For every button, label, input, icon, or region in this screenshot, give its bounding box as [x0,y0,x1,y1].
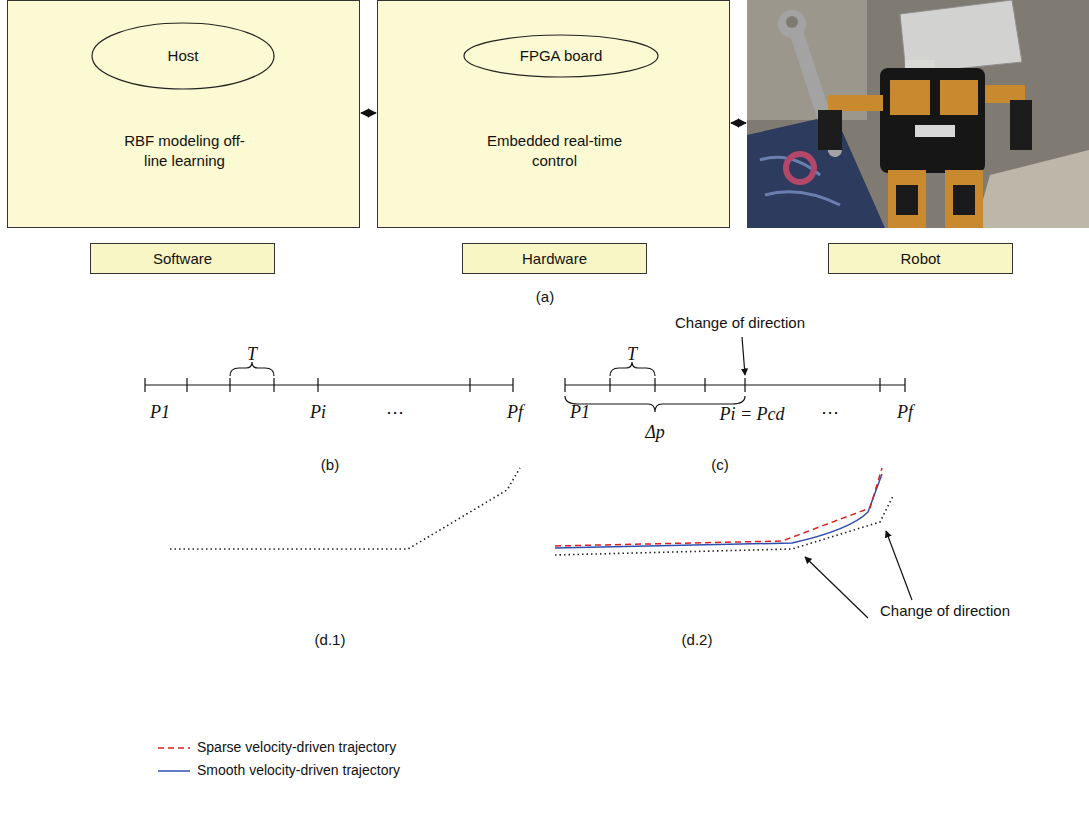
annotation: Change of direction [880,602,1010,619]
legend-text: Sparse velocity-driven trajectory [197,739,396,755]
point-label: P1 [570,402,590,423]
node-text: Robot [900,249,940,269]
trajectory-plot [555,468,912,618]
robot-photo [747,0,1089,228]
dotted-path [170,468,520,549]
software-panel: RBF modeling off-line learning Host [7,0,360,228]
symbol-label: T [627,344,637,365]
node-text: Hardware [522,249,587,269]
legend-sample [158,747,190,749]
node-text: FPGA board [520,46,603,66]
legend-text: Smooth velocity-driven trajectory [197,762,400,778]
panel-label: (b) [321,456,339,473]
time-axis-c [565,337,905,412]
node-text: Software [153,249,212,269]
double-arrow [731,122,746,123]
point-label: Pi [310,402,326,423]
panel-label: (d.1) [315,631,346,648]
time-axis-b [145,362,513,392]
fpga-ellipse: FPGA board [463,34,659,78]
section-tag: Hardware [462,243,647,274]
panel-label: (c) [711,456,729,473]
double-arrow [361,112,376,113]
hardware-panel: Embedded real-time control FPGA board [377,0,730,228]
panel-label: (a) [536,288,554,305]
ellipsis: ⋯ [386,402,404,423]
node-text: RBF modeling off-line learning [115,131,255,170]
panel-label: (d.2) [682,631,713,648]
ellipsis: ⋯ [821,402,839,423]
section-tag: Software [90,243,275,274]
point-label: Pi = Pcd [719,404,784,425]
annotation: Change of direction [675,314,805,331]
node-text: Host [168,46,199,66]
host-ellipse: Host [91,22,275,90]
point-label: Pf [507,402,523,423]
legend-sample [158,770,190,772]
point-label: Pf [897,402,913,423]
symbol-label: Δp [645,422,665,443]
section-tag: Robot [828,243,1013,274]
point-label: P1 [150,402,170,423]
node-text: Embedded real-time control [485,131,625,170]
symbol-label: T [247,344,257,365]
